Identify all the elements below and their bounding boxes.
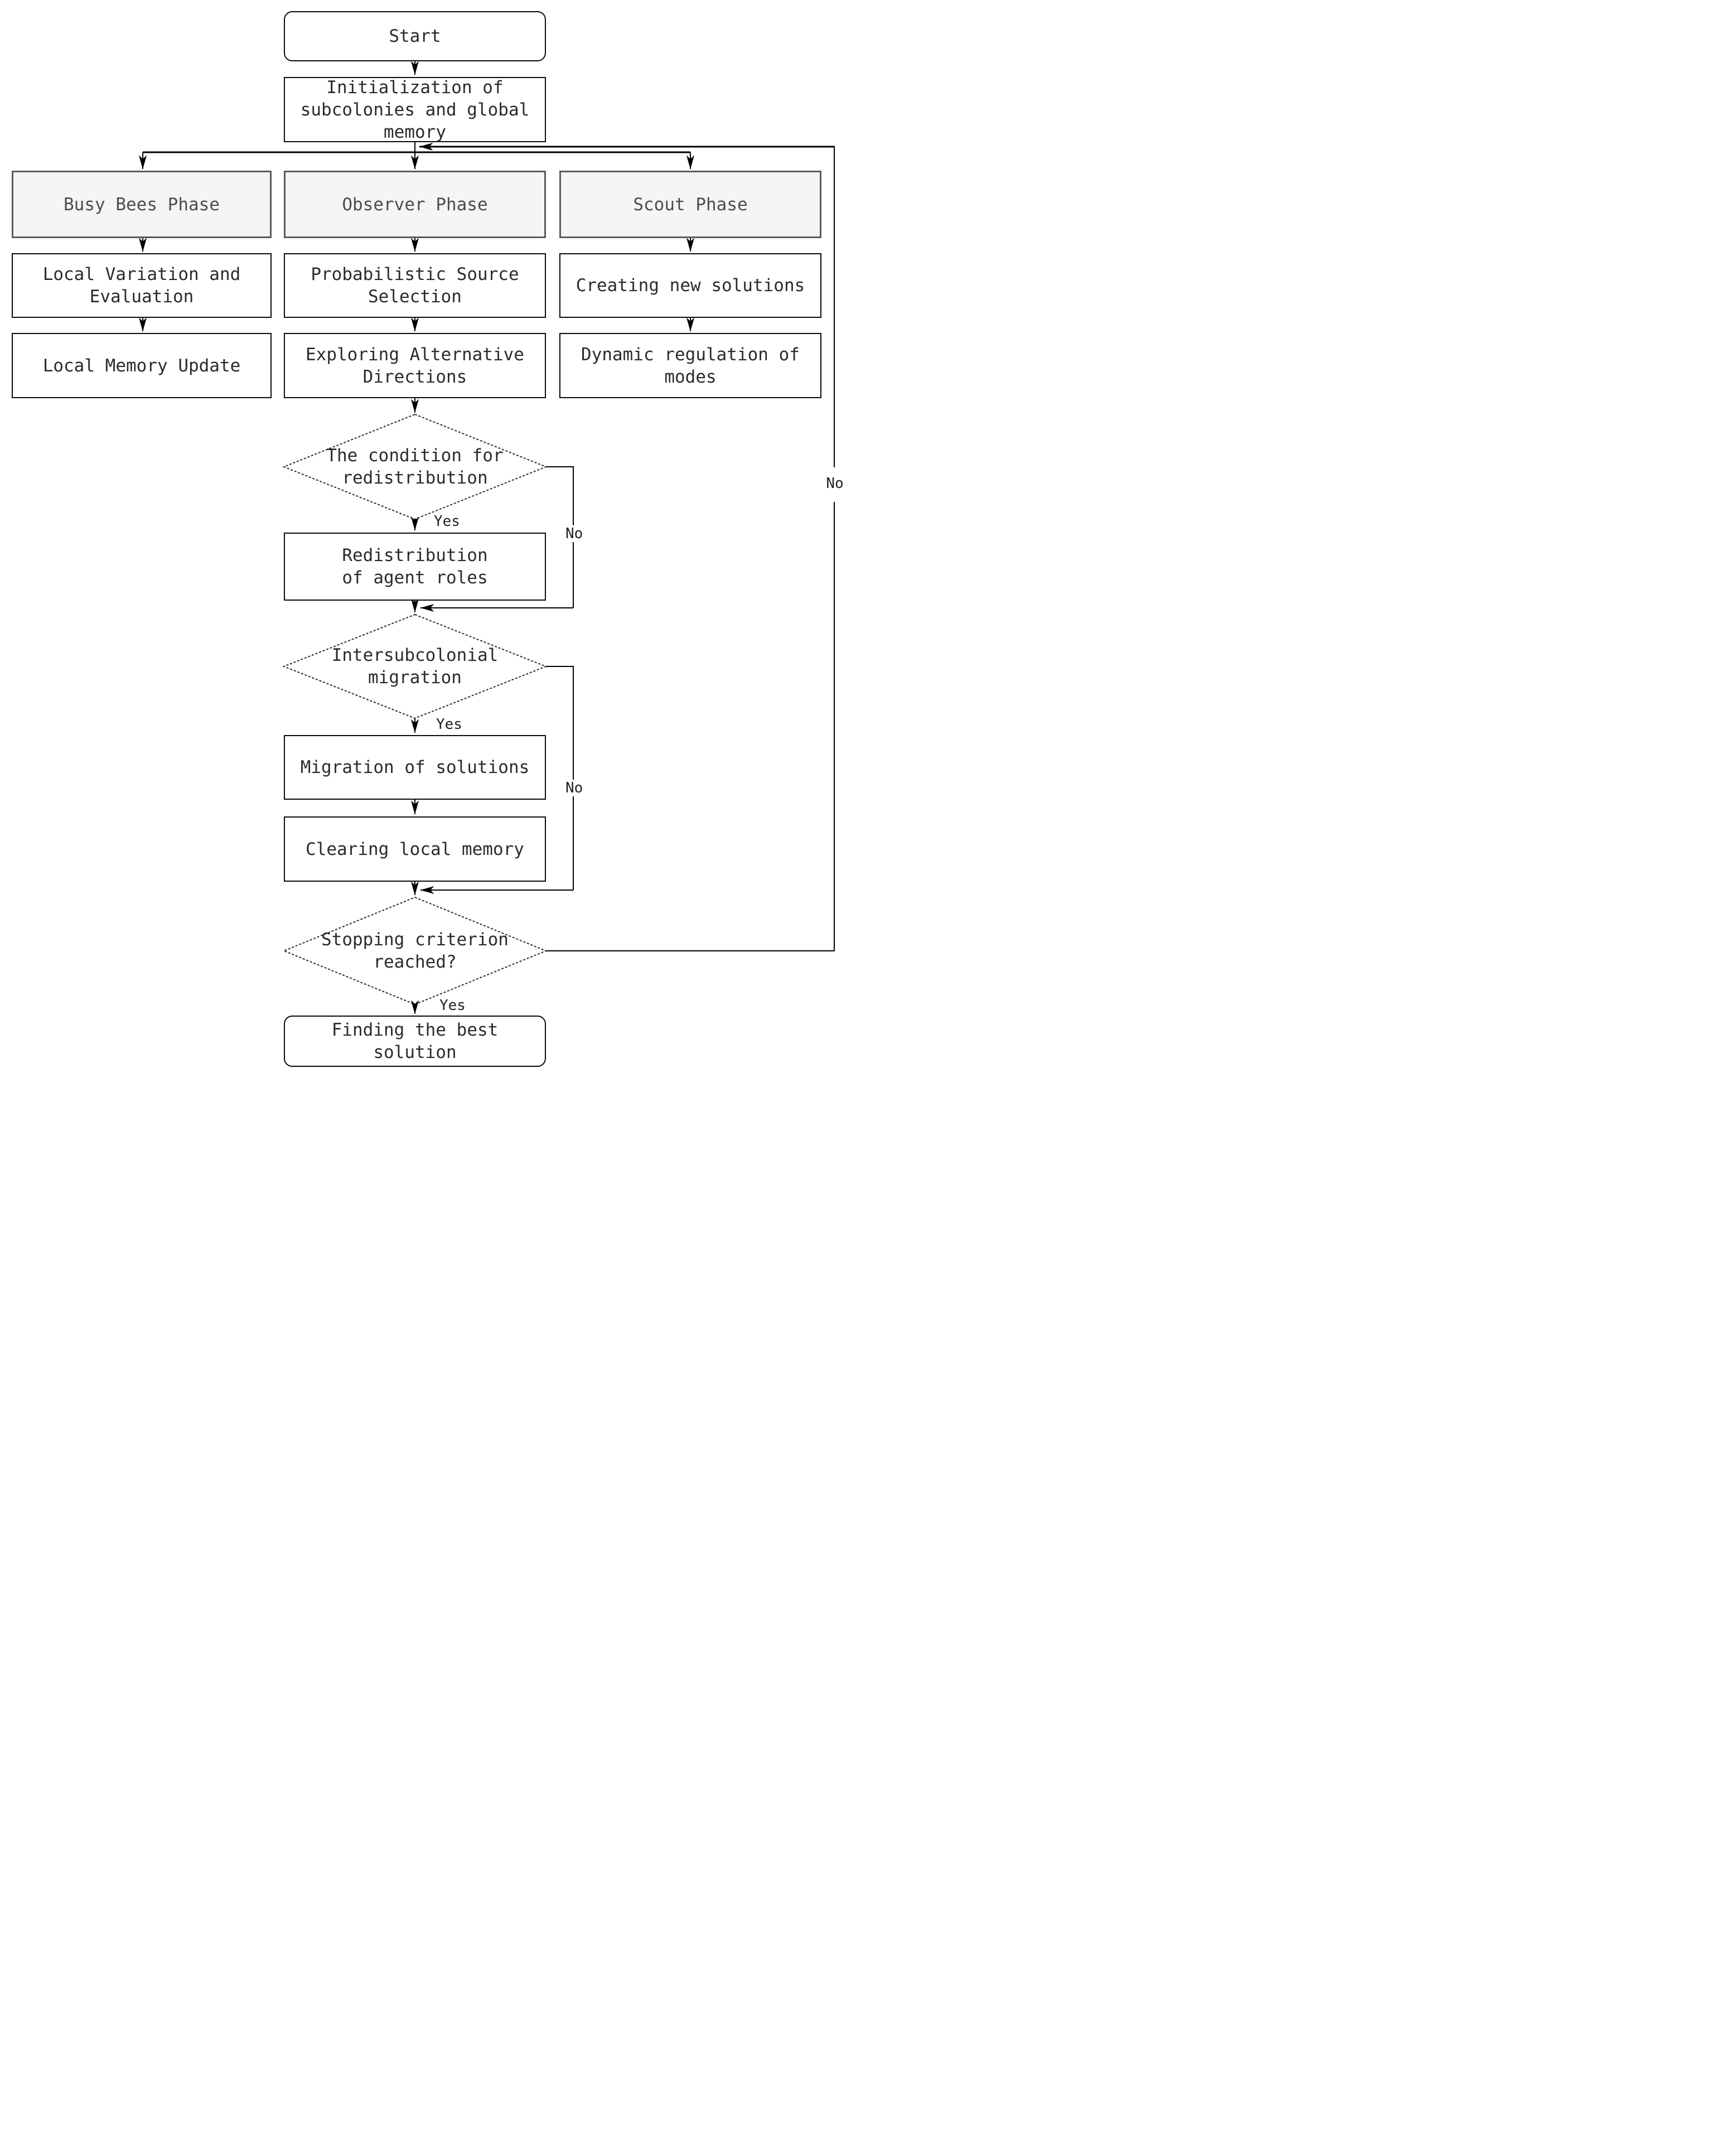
flow-connectors bbox=[139, 61, 835, 1014]
node-migration-label: Migration of solutions bbox=[300, 757, 530, 777]
edge-label-yes-migration: Yes bbox=[436, 716, 462, 733]
edge-intersub-no bbox=[546, 666, 574, 890]
edge-label-no-migration: No bbox=[565, 780, 583, 796]
node-scout-phase-label: Scout Phase bbox=[633, 194, 748, 215]
edge-label-no-stopping: No bbox=[819, 475, 851, 492]
node-initialization-label: Initialization of subcolonies and global… bbox=[300, 77, 530, 142]
node-local-variation: Local Variation and Evaluation bbox=[12, 253, 272, 318]
decision-intersubcolonial-label: Intersubcolonial migration bbox=[331, 645, 499, 688]
node-clearing-memory: Clearing local memory bbox=[284, 816, 546, 882]
edge-label-yes-stopping: Yes bbox=[439, 997, 466, 1014]
node-finding-best: Finding the best solution bbox=[284, 1016, 546, 1067]
flowchart-canvas: Start Initialization of subcolonies and … bbox=[0, 0, 856, 1078]
node-finding-best-label: Finding the best solution bbox=[331, 1020, 499, 1062]
node-probabilistic-source-label: Probabilistic Source Selection bbox=[311, 264, 519, 307]
node-local-memory-update: Local Memory Update bbox=[12, 333, 272, 398]
node-observer-phase: Observer Phase bbox=[284, 171, 546, 238]
node-dynamic-regulation-label: Dynamic regulation of modes bbox=[581, 344, 800, 387]
node-busy-bees-phase: Busy Bees Phase bbox=[12, 171, 272, 238]
node-creating-new-solutions: Creating new solutions bbox=[559, 253, 821, 318]
node-scout-phase: Scout Phase bbox=[559, 171, 821, 238]
node-start: Start bbox=[284, 11, 546, 61]
node-busy-bees-phase-label: Busy Bees Phase bbox=[64, 194, 220, 215]
edge-label-yes-redistribution: Yes bbox=[434, 513, 460, 530]
node-observer-phase-label: Observer Phase bbox=[342, 194, 488, 215]
node-migration: Migration of solutions bbox=[284, 735, 546, 800]
node-local-memory-update-label: Local Memory Update bbox=[42, 355, 241, 376]
edge-cond-no bbox=[546, 466, 574, 608]
node-local-variation-label: Local Variation and Evaluation bbox=[42, 264, 241, 307]
node-start-label: Start bbox=[389, 26, 441, 46]
node-redistribution-label: Redistribution of agent roles bbox=[342, 545, 488, 588]
node-dynamic-regulation: Dynamic regulation of modes bbox=[559, 333, 821, 398]
node-exploring-alternative-label: Exploring Alternative Directions bbox=[306, 344, 524, 387]
edge-label-no-redistribution: No bbox=[565, 525, 583, 542]
decision-stopping-criterion-label: Stopping criterion reached? bbox=[321, 930, 509, 972]
decision-condition-redistribution-label: The condition for redistribution bbox=[326, 446, 504, 488]
node-exploring-alternative: Exploring Alternative Directions bbox=[284, 333, 546, 398]
node-clearing-memory-label: Clearing local memory bbox=[306, 839, 524, 859]
node-initialization: Initialization of subcolonies and global… bbox=[284, 77, 546, 142]
node-probabilistic-source: Probabilistic Source Selection bbox=[284, 253, 546, 318]
node-redistribution: Redistribution of agent roles bbox=[284, 533, 546, 601]
node-creating-new-solutions-label: Creating new solutions bbox=[575, 275, 805, 296]
